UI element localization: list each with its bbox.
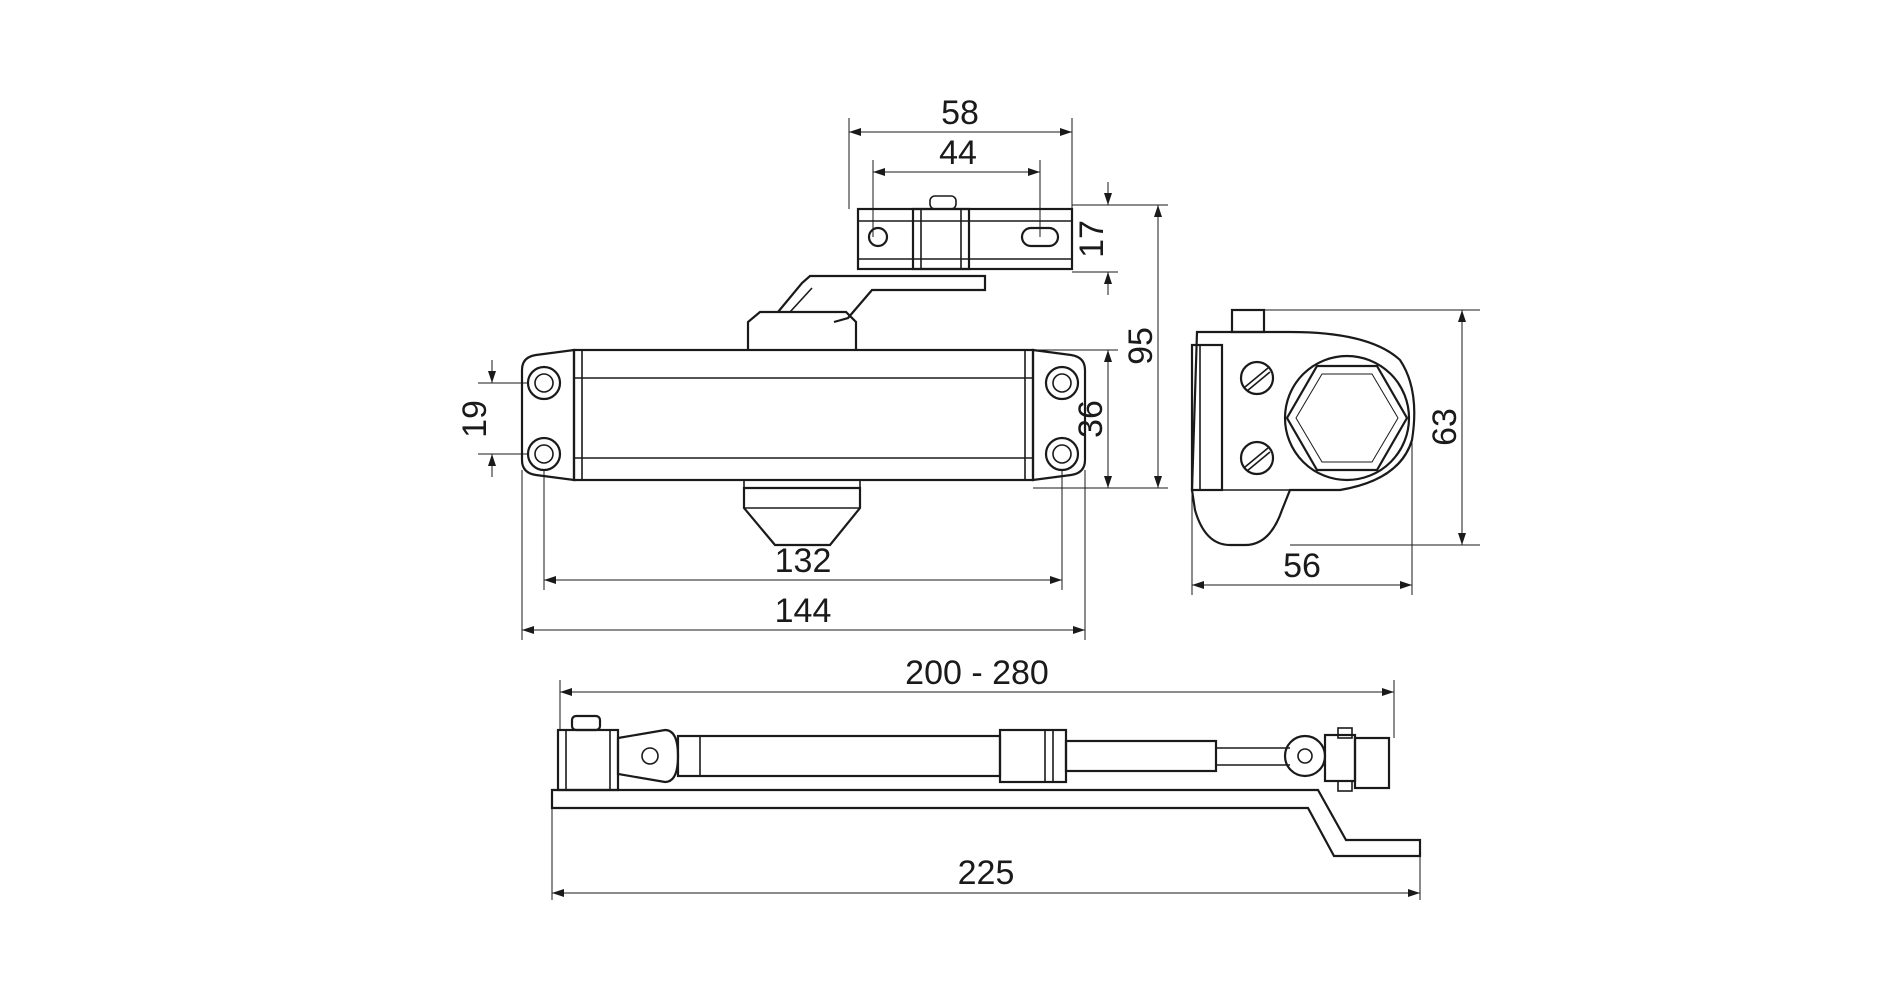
dim-58-label: 58 (941, 94, 979, 132)
arm-end-bracket (1323, 733, 1357, 783)
dim-63-label: 63 (1426, 408, 1464, 446)
dim-132-label: 132 (775, 542, 832, 580)
bracket-round-hole (867, 226, 889, 248)
arm-pin-cap (570, 714, 602, 732)
mounting-hole-right-top (1044, 365, 1080, 401)
arm-end-stop (1353, 736, 1391, 790)
dim-225-label: 225 (958, 854, 1015, 892)
spindle-top (746, 310, 858, 350)
dim-44-label: 44 (939, 134, 977, 172)
dim-19-label: 19 (456, 400, 494, 438)
dimension-lines (478, 118, 1480, 900)
main-housing (572, 348, 1035, 482)
side-top-cap (1230, 308, 1266, 334)
mounting-hole-left-top (526, 365, 562, 401)
mounting-hole-right-bottom (1044, 436, 1080, 472)
side-body-outline (1190, 330, 1416, 547)
dim-36-label: 36 (1072, 400, 1110, 438)
mounting-hole-left-bottom (526, 436, 562, 472)
dim-95-label: 95 (1122, 327, 1160, 365)
left-end-cap (520, 348, 576, 482)
spindle-housing-circle (1283, 354, 1411, 482)
crank-arm (777, 274, 987, 324)
arm-base-plate (550, 788, 1422, 858)
dim-200-280-label: 200 - 280 (905, 654, 1049, 692)
arm-clevis-left-hole (641, 747, 659, 765)
dimension-labels: 58 44 17 95 36 19 132 144 56 63 200 - 28… (456, 94, 1464, 892)
arm-tube-main (676, 734, 1002, 778)
adjust-screw-lower (1239, 440, 1275, 476)
dim-56-label: 56 (1283, 547, 1321, 585)
arm-clevis-right (1283, 734, 1327, 778)
arm-assembly-view (550, 714, 1422, 858)
closer-body-front-view (520, 274, 1087, 547)
spindle-bottom-cone (742, 486, 862, 547)
bracket-pin-cap (929, 195, 957, 210)
dim-17-label: 17 (1073, 220, 1111, 258)
right-end-cap (1031, 348, 1087, 482)
arm-rod (1064, 739, 1218, 773)
adjust-screw-upper (1239, 360, 1275, 396)
arm-bracket-front-view (856, 195, 1074, 271)
dim-144-label: 144 (775, 592, 832, 630)
arm-pivot-block (556, 728, 620, 792)
arm-clevis-left (616, 728, 680, 784)
closer-side-view (1190, 308, 1416, 547)
hex-spindle (1285, 364, 1409, 472)
arm-hex-nut (998, 728, 1068, 784)
